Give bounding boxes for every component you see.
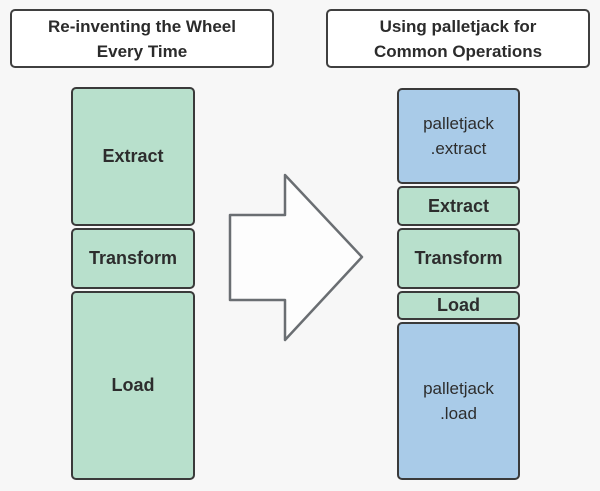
left-title-box: Re-inventing the Wheel Every Time xyxy=(10,9,274,68)
right-box-transform: Transform xyxy=(397,228,520,289)
left-box-load-label: Load xyxy=(111,375,155,395)
left-box-transform-label: Transform xyxy=(88,248,178,268)
right-title: Using palletjack for Common Operations xyxy=(373,16,543,61)
right-box-palletjack-load: palletjack .load xyxy=(397,322,520,480)
right-box-palletjack-extract: palletjack .extract xyxy=(397,88,520,184)
left-box-transform: Transform xyxy=(71,228,195,289)
left-box-extract: Extract xyxy=(71,87,195,226)
right-box-palletjack-extract-label: palletjack .extract xyxy=(423,114,494,158)
right-box-extract-label: Extract xyxy=(427,195,490,216)
right-title-box: Using palletjack for Common Operations xyxy=(326,9,590,68)
left-title: Re-inventing the Wheel Every Time xyxy=(48,16,236,61)
right-box-transform-label: Transform xyxy=(414,248,503,268)
left-box-load: Load xyxy=(71,291,195,480)
right-arrow-icon xyxy=(224,169,368,345)
right-box-load: Load xyxy=(397,291,520,320)
right-box-palletjack-load-label: palletjack .load xyxy=(423,379,494,423)
right-box-load-label: Load xyxy=(437,295,480,315)
right-box-extract: Extract xyxy=(397,186,520,226)
left-box-extract-label: Extract xyxy=(102,146,164,166)
